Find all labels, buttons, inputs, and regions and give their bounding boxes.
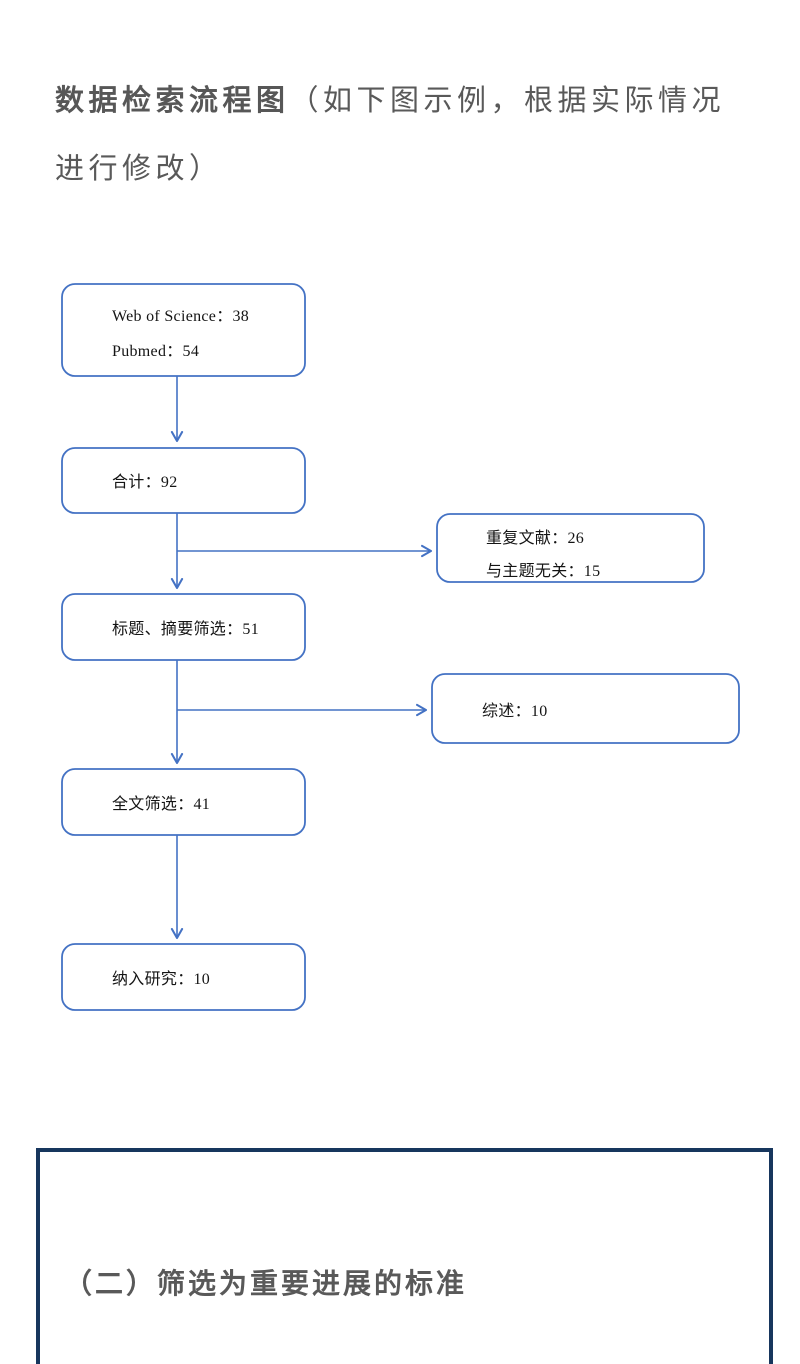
node-total-box bbox=[61, 447, 306, 514]
retrieval-flowchart: Web of Science：38 Pubmed：54 合计：92 重复文献：2… bbox=[61, 283, 740, 1011]
section-heading: （二）筛选为重要进展的标准 bbox=[64, 1268, 468, 1299]
page-title: 数据检索流程图（如下图示例，根据实际情况进行修改） bbox=[55, 67, 747, 203]
node-excluded-line1: 重复文献：26 bbox=[486, 529, 584, 547]
node-titleabstract-box bbox=[61, 593, 306, 661]
node-fulltext-label: 全文筛选：41 bbox=[112, 794, 210, 813]
node-sources-box bbox=[61, 283, 306, 377]
node-fulltext-box bbox=[61, 768, 306, 836]
node-sources-line2: Pubmed：54 bbox=[112, 343, 199, 360]
node-review-label: 综述：10 bbox=[482, 702, 548, 720]
section-box: （二）筛选为重要进展的标准 bbox=[36, 1148, 773, 1364]
node-review-box bbox=[431, 673, 740, 744]
page-title-note: （如下图示例，根据实际情况进行修改） bbox=[55, 85, 726, 185]
node-included-label: 纳入研究：10 bbox=[112, 970, 210, 988]
node-total-label: 合计：92 bbox=[112, 473, 178, 491]
node-included-box bbox=[61, 943, 306, 1011]
page-title-bold: 数据检索流程图 bbox=[55, 85, 290, 117]
node-sources-line1: Web of Science：38 bbox=[112, 308, 249, 325]
node-excluded-box bbox=[436, 513, 705, 583]
node-titleabstract-label: 标题、摘要筛选：51 bbox=[112, 619, 259, 638]
node-excluded-line2: 与主题无关：15 bbox=[486, 562, 600, 580]
